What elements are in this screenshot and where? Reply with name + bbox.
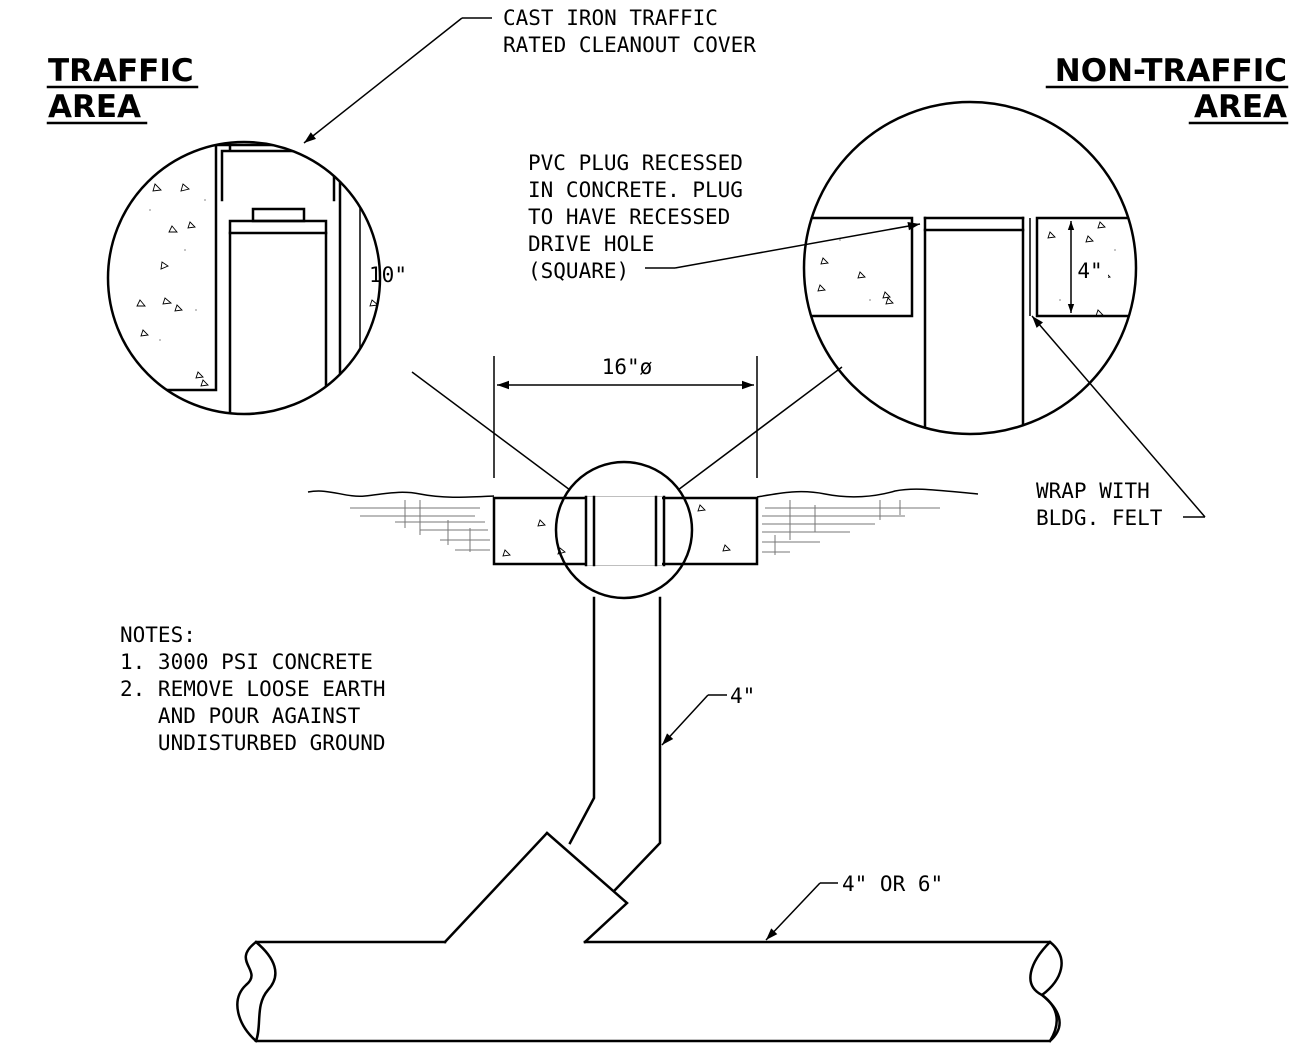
riser-size-leader [661, 694, 727, 746]
traffic-detail-leader [411, 371, 571, 491]
riser-size-label: 4" [730, 684, 755, 708]
concrete-hatch [817, 221, 1116, 317]
main-pipe [236, 940, 1063, 1043]
non-traffic-heading-line1: NON-TRAFFIC [1055, 53, 1287, 89]
plug-callout-line2: IN CONCRETE. PLUG [528, 178, 743, 202]
wrap-callout: WRAP WITH BLDG. FELT [1036, 479, 1163, 530]
notes-title: NOTES: [120, 623, 196, 647]
cover-callout: CAST IRON TRAFFIC RATED CLEANOUT COVER [503, 6, 756, 57]
cover-callout-line2: RATED CLEANOUT COVER [503, 33, 756, 57]
traffic-heading-line1: TRAFFIC [48, 53, 194, 89]
detail-reference-circle [554, 460, 694, 600]
riser-pipe [554, 460, 694, 892]
plug-callout: PVC PLUG RECESSED IN CONCRETE. PLUG TO H… [528, 151, 743, 283]
felt-callout-leader [1031, 315, 1206, 518]
ground-surface [307, 488, 979, 555]
plug-callout-line4: DRIVE HOLE [528, 232, 654, 256]
note-line-3: AND POUR AGAINST [120, 704, 361, 728]
main-size-leader [765, 882, 838, 941]
depth-10-label: 10" [369, 263, 407, 287]
pad-diameter-dimension: 16"ø [493, 355, 758, 478]
depth-4-label: 4" [1077, 259, 1102, 283]
main-size-label: 4" OR 6" [842, 872, 943, 896]
note-line-2: 2. REMOVE LOOSE EARTH [120, 677, 386, 701]
plug-callout-line1: PVC PLUG RECESSED [528, 151, 743, 175]
plug-callout-line5: (SQUARE) [528, 259, 629, 283]
cover-callout-leader [303, 17, 492, 144]
wye-fitting [443, 831, 629, 944]
wrap-callout-line2: BLDG. FELT [1036, 506, 1163, 530]
cover-callout-line1: CAST IRON TRAFFIC [503, 6, 718, 30]
traffic-heading-line2: AREA [48, 89, 141, 125]
non-traffic-detail-circle: 4" [802, 100, 1138, 436]
note-line-4: UNDISTURBED GROUND [120, 731, 386, 755]
non-traffic-area-heading: NON-TRAFFIC AREA [1045, 53, 1289, 125]
notes-block: NOTES: 1. 3000 PSI CONCRETE 2. REMOVE LO… [120, 623, 386, 755]
traffic-detail-circle: 10" [106, 140, 407, 416]
traffic-area-heading: TRAFFIC AREA [46, 53, 199, 125]
note-line-1: 1. 3000 PSI CONCRETE [120, 650, 373, 674]
wrap-callout-line1: WRAP WITH [1036, 479, 1150, 503]
plug-callout-line3: TO HAVE RECESSED [528, 205, 730, 229]
non-traffic-heading-line2: AREA [1194, 89, 1287, 125]
pad-diameter-label: 16"ø [602, 355, 653, 379]
plug-callout-leader [645, 221, 921, 269]
non-traffic-detail-leader [677, 366, 843, 491]
